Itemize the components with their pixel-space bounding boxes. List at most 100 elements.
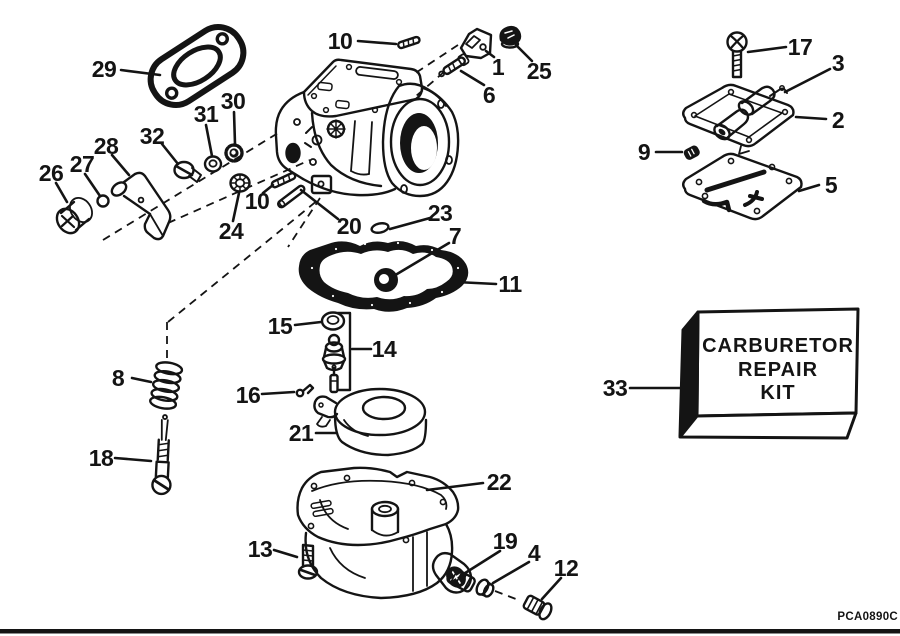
leader-32 xyxy=(160,142,180,166)
part-20-pin xyxy=(276,184,306,209)
part-label-10-mid: 10 xyxy=(245,188,270,214)
part-label-33: 33 xyxy=(603,375,628,401)
part-label-10-top: 10 xyxy=(328,28,353,54)
leader-23 xyxy=(388,216,432,231)
leader-2 xyxy=(794,115,828,121)
leader-3 xyxy=(783,67,832,94)
part-label-24: 24 xyxy=(219,218,244,244)
part-25-nut xyxy=(499,25,522,49)
part-29-mount-gasket xyxy=(147,24,247,108)
leader-5 xyxy=(797,183,821,193)
leader-10-top xyxy=(356,39,398,46)
part-label-31: 31 xyxy=(194,101,219,127)
part-32-screw xyxy=(173,160,202,183)
part-8-spring xyxy=(149,361,184,410)
part-label-1: 1 xyxy=(492,54,505,80)
part-label-22: 22 xyxy=(487,469,512,495)
part-21-float xyxy=(313,387,428,457)
part-18-needle-valve xyxy=(151,414,172,496)
part-14-inlet-needle xyxy=(329,364,339,394)
part-13-screw xyxy=(297,543,319,580)
part-label-21: 21 xyxy=(289,420,314,446)
part-23-oval xyxy=(370,222,390,234)
part-label-4: 4 xyxy=(528,540,541,566)
part-12-drain-screw xyxy=(522,594,553,621)
part-label-17: 17 xyxy=(788,34,813,60)
part-31-washer xyxy=(203,155,223,173)
part-33-repair-kit-box: CARBURETOR REPAIR KIT xyxy=(678,307,860,440)
leader-19 xyxy=(460,549,502,577)
part-label-27: 27 xyxy=(70,151,95,177)
diagram-part-code: PCA0890C xyxy=(837,611,898,623)
part-label-25: 25 xyxy=(527,58,552,84)
part-label-19: 19 xyxy=(493,528,518,554)
bottom-border-bar xyxy=(0,629,900,634)
part-30-star-washer xyxy=(224,143,244,163)
leader-18 xyxy=(113,456,153,463)
kit-box-bottom xyxy=(678,411,858,440)
part-3-fitting xyxy=(769,87,788,97)
bracket-14 xyxy=(336,311,352,392)
part-label-14: 14 xyxy=(372,336,397,362)
part-5-diaphragm xyxy=(682,152,803,221)
part-24-lock-washer xyxy=(229,173,251,193)
part-label-11: 11 xyxy=(498,271,522,297)
kit-box-line-3: KIT xyxy=(760,382,795,404)
part-label-13: 13 xyxy=(248,536,273,562)
leader-15 xyxy=(293,320,323,327)
part-label-20: 20 xyxy=(337,213,362,239)
leader-7 xyxy=(390,241,451,279)
part-label-16: 16 xyxy=(236,382,261,408)
part-17-screw xyxy=(726,31,748,79)
leader-11 xyxy=(454,280,498,286)
part-28-lever xyxy=(110,171,172,241)
assembly-dashed-lines xyxy=(102,44,522,602)
leader-24 xyxy=(231,191,241,223)
part-9-plug xyxy=(683,145,700,160)
part-label-29: 29 xyxy=(92,56,117,82)
leader-25 xyxy=(514,43,534,63)
leader-30 xyxy=(232,110,237,146)
part-label-3: 3 xyxy=(832,50,844,76)
part-6-pin xyxy=(438,53,470,78)
kit-box-line-1: CARBURETOR xyxy=(702,335,854,357)
part-16-clip xyxy=(295,383,315,398)
leader-22 xyxy=(425,481,485,492)
leader-16 xyxy=(260,390,296,396)
part-label-23: 23 xyxy=(428,200,453,226)
leader-28 xyxy=(110,153,131,177)
part-label-8: 8 xyxy=(112,365,125,391)
leader-4 xyxy=(491,560,531,585)
leader-6 xyxy=(459,69,486,87)
part-label-18: 18 xyxy=(89,445,114,471)
leader-10-mid xyxy=(261,183,275,195)
part-label-5: 5 xyxy=(825,172,838,198)
part-label-15: 15 xyxy=(268,313,293,339)
carburetor-body xyxy=(274,58,460,198)
part-label-9: 9 xyxy=(638,139,650,165)
leader-12 xyxy=(540,576,563,601)
part-15-washer xyxy=(320,311,346,331)
part-26-plug xyxy=(55,197,93,235)
part-2-pump-cover xyxy=(682,83,795,155)
part-label-30: 30 xyxy=(221,88,246,114)
leader-13 xyxy=(272,548,299,559)
part-label-12: 12 xyxy=(554,555,579,581)
part-label-32: 32 xyxy=(140,123,165,149)
kit-box-line-2: REPAIR xyxy=(738,359,818,381)
part-label-7: 7 xyxy=(449,223,461,249)
part-label-26: 26 xyxy=(39,160,64,186)
part-27-oring xyxy=(96,194,110,208)
part-label-2: 2 xyxy=(832,107,844,133)
leader-1 xyxy=(484,49,496,59)
leader-17 xyxy=(746,45,788,54)
leader-31 xyxy=(204,123,214,158)
leader-27 xyxy=(83,172,102,198)
leader-26 xyxy=(54,181,69,204)
part-10-pin-top xyxy=(397,35,421,50)
part-4-gasket xyxy=(475,578,495,598)
leader-20 xyxy=(299,188,340,221)
